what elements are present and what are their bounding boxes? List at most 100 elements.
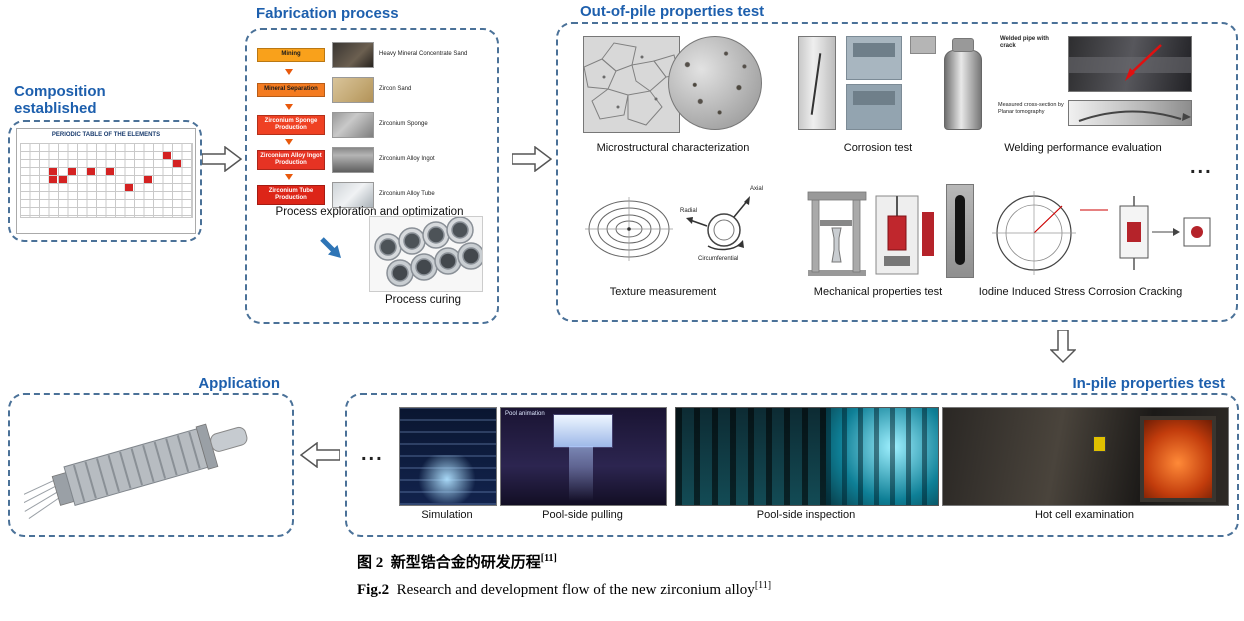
pool-side-inspection-photo	[675, 407, 939, 506]
texture-caption: Texture measurement	[609, 286, 717, 298]
mining-photo	[332, 42, 374, 68]
mechanical-caption: Mechanical properties test	[813, 286, 943, 298]
pole-figure-image	[585, 197, 673, 261]
caption-en-label: Fig.2	[357, 582, 390, 598]
alloy-ingot-photo	[332, 147, 374, 173]
highlighted-element-cell	[49, 176, 57, 183]
texture-circumferential-label: Circumferential	[698, 256, 739, 262]
crack-feature	[810, 53, 822, 115]
micrograph-zoom-photo	[668, 36, 762, 130]
process-curing-photo	[369, 216, 483, 292]
fabrication-step-row: Mineral Separation Zircon Sand	[257, 77, 487, 103]
caption-en-ref: [11]	[754, 580, 772, 591]
fabrication-step-box: Zirconium Tube Production	[257, 184, 325, 206]
vessel-cap	[952, 38, 974, 52]
testing-machine-image	[807, 191, 934, 276]
corrosion-equipment-photo	[846, 84, 902, 130]
fabrication-step-box: Zirconium Sponge Production	[257, 114, 325, 136]
fabrication-step-row: Mining Heavy Mineral Concentrate Sand	[257, 42, 487, 68]
fabrication-title: Fabrication process	[256, 5, 399, 22]
welding-caption: Welding performance evaluation	[1004, 142, 1162, 154]
fabrication-step-row: Zirconium Tube Production Zirconium Allo…	[257, 182, 487, 208]
fabrication-step-box: Mining	[257, 48, 325, 62]
periodic-table-title: PERIODIC TABLE OF THE ELEMENTS	[51, 132, 161, 138]
process-exploration-label: Process exploration and optimization	[275, 206, 464, 218]
out-of-pile-box: Microstructural characterization Corrosi…	[556, 22, 1238, 322]
more-items-ellipsis: ...	[361, 443, 384, 465]
simulation-photo	[399, 407, 497, 506]
caption-en-text: Research and development flow of the new…	[396, 582, 755, 598]
highlighted-element-cell	[173, 160, 181, 167]
figure-caption-en: Fig.2 Research and development flow of t…	[357, 580, 771, 599]
highlighted-element-cell	[59, 176, 67, 183]
application-box	[8, 393, 294, 537]
pool-animation-note: Pool animation	[505, 411, 545, 417]
fuel-assembly-image	[24, 423, 248, 519]
step-image-label: Zirconium Alloy Ingot	[379, 156, 435, 163]
flow-down-arrow-icon	[257, 139, 487, 147]
application-title: Application	[198, 375, 280, 392]
periodic-table-grid	[20, 143, 193, 218]
microstructure-caption: Microstructural characterization	[596, 142, 750, 154]
simulation-caption: Simulation	[421, 509, 473, 521]
highlighted-element-cell	[68, 168, 76, 175]
flow-arrow-left-icon	[300, 442, 340, 468]
corrosion-caption: Corrosion test	[843, 142, 913, 154]
fabrication-step-row: Zirconium Sponge Production Zirconium Sp…	[257, 112, 487, 138]
welded-pipe-photo	[1068, 36, 1192, 92]
inspection-left-frame	[676, 408, 826, 505]
in-pile-title: In-pile properties test	[1072, 375, 1225, 392]
hot-cell-photo	[942, 407, 1229, 506]
light-beam	[569, 446, 593, 501]
autoclave-vessel-photo	[944, 50, 982, 130]
step-image-label: Zirconium Alloy Tube	[379, 191, 435, 198]
highlighted-element-cell	[125, 184, 133, 191]
figure-caption-zh: 图 2 新型锆合金的研发历程[11]	[357, 551, 557, 572]
zircon-sand-photo	[332, 77, 374, 103]
texture-radial-label: Radial	[680, 208, 698, 214]
flow-down-arrow-icon	[257, 174, 487, 182]
step-image-label: Zirconium Sponge	[379, 121, 428, 128]
hot-cell-window	[1140, 416, 1216, 502]
texture-axial-label: Axial	[750, 186, 764, 192]
inspection-caption: Pool-side inspection	[756, 509, 856, 521]
highlighted-element-cell	[87, 168, 95, 175]
highlighted-element-cell	[163, 152, 171, 159]
corrosion-equipment-photo	[846, 36, 902, 80]
caution-sign	[1093, 436, 1106, 452]
fabrication-step-box: Mineral Separation	[257, 83, 325, 97]
flow-down-arrow-icon	[257, 104, 487, 112]
flow-down-arrow-icon	[257, 69, 487, 77]
micrograph-grains-photo	[583, 36, 680, 133]
highlighted-element-cell	[144, 176, 152, 183]
equipment-panel	[853, 91, 895, 105]
pressure-gauge	[910, 36, 936, 54]
fabrication-step-box: Zirconium Alloy Ingot Production	[257, 149, 325, 171]
pulling-caption: Pool-side pulling	[542, 509, 623, 521]
periodic-table-image: PERIODIC TABLE OF THE ELEMENTS	[16, 128, 196, 234]
flow-arrow-right-icon	[512, 146, 552, 172]
rod-silhouettes	[826, 408, 938, 505]
inspection-right-frame	[826, 408, 938, 505]
pool-side-pulling-photo: Pool animation	[500, 407, 667, 506]
more-tests-ellipsis: ...	[1190, 156, 1213, 178]
composition-title: Composition established	[14, 83, 106, 117]
out-of-pile-title: Out-of-pile properties test	[580, 3, 765, 20]
blue-diagonal-arrow-icon	[320, 237, 341, 258]
fabrication-flowchart: Mining Heavy Mineral Concentrate Sand Mi…	[257, 42, 487, 209]
specimen-photo	[946, 184, 974, 278]
welding-note-bottom: Measured cross-section by Planar tomogra…	[998, 102, 1064, 115]
flow-arrow-down-icon	[1050, 330, 1076, 364]
blue-glow	[414, 455, 480, 503]
rod-silhouettes	[676, 408, 826, 505]
caption-zh-text: 新型锆合金的研发历程	[390, 555, 541, 571]
specimen-rod	[955, 195, 965, 265]
iscc-diagram-image	[992, 191, 1211, 275]
iscc-caption: Iodine Induced Stress Corrosion Cracking	[978, 286, 1183, 298]
corrosion-micrograph-photo	[798, 36, 836, 130]
step-image-label: Heavy Mineral Concentrate Sand	[379, 51, 468, 58]
process-curing-label: Process curing	[384, 294, 462, 306]
texture-sketch-image: Axial Radial Circumferential	[680, 184, 780, 276]
flow-arrow-right-icon	[202, 146, 242, 172]
